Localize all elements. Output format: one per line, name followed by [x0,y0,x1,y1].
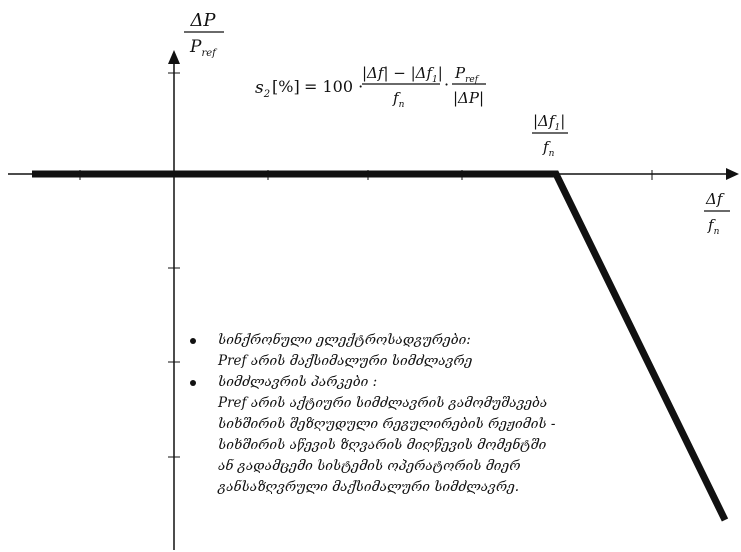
droop-characteristic-line [32,170,729,522]
list-item: სიმძლავრის პარკები : [190,372,630,393]
droop-formula: s2 [%] = 100 · |Δf| − |Δf1| fn · Pref |Δ… [255,64,486,110]
bullet2-title: სიმძლავრის პარკები : [218,374,378,390]
svg-text:Pref: Pref [189,37,218,59]
svg-text:|Δf| − |Δf1|: |Δf| − |Δf1| [362,64,443,85]
svg-text:fn: fn [392,89,405,110]
svg-text:Pref: Pref [454,64,480,85]
bullet2-line: ან გადამცემი სისტემის ოპერატორის მიერ [218,458,521,474]
bullet2-line: სიხშირის შეზღუდული რეგულირების რეჟიმის - [218,416,556,432]
bullet-icon [190,380,196,386]
notes-list: სინქრონული ელექტროსადგურები: Pref არის მ… [190,330,630,498]
svg-text:|Δf1|: |Δf1| [533,112,565,133]
svg-text:fn: fn [542,138,555,159]
bullet1-text: Pref არის მაქსიმალური სიმძლავრე [218,353,473,369]
y-axis-arrow [168,50,180,64]
x-axis-label: Δf fn [704,190,730,237]
svg-text:·: · [444,75,449,94]
x-axis-arrow [726,168,739,180]
svg-text:Δf: Δf [705,190,725,208]
y-axis-ticks [168,72,180,458]
list-item: სინქრონული ელექტროსადგურები: [190,330,630,351]
svg-text:= 100 ·: = 100 · [304,77,363,96]
svg-text:[%]: [%] [272,77,300,96]
svg-text:|ΔP|: |ΔP| [453,89,484,107]
bullet2-line: სიხშირის აწევის ზღვარის მიღწევის მომენტშ… [218,437,547,453]
breakpoint-label: |Δf1| fn [532,112,568,159]
bullet1-title: სინქრონული ელექტროსადგურები: [218,332,471,348]
bullet2-line: Pref არის აქტიური სიმძლავრის გამომუშავებ… [218,395,548,411]
bullet-icon [190,338,196,344]
svg-text:ΔP: ΔP [189,10,216,31]
bullet2-line: განსაზღვრული მაქსიმალური სიმძლავრე. [218,479,520,495]
svg-text:s2: s2 [255,78,270,100]
y-axis-label: ΔP Pref [184,10,224,59]
svg-text:fn: fn [707,216,720,237]
